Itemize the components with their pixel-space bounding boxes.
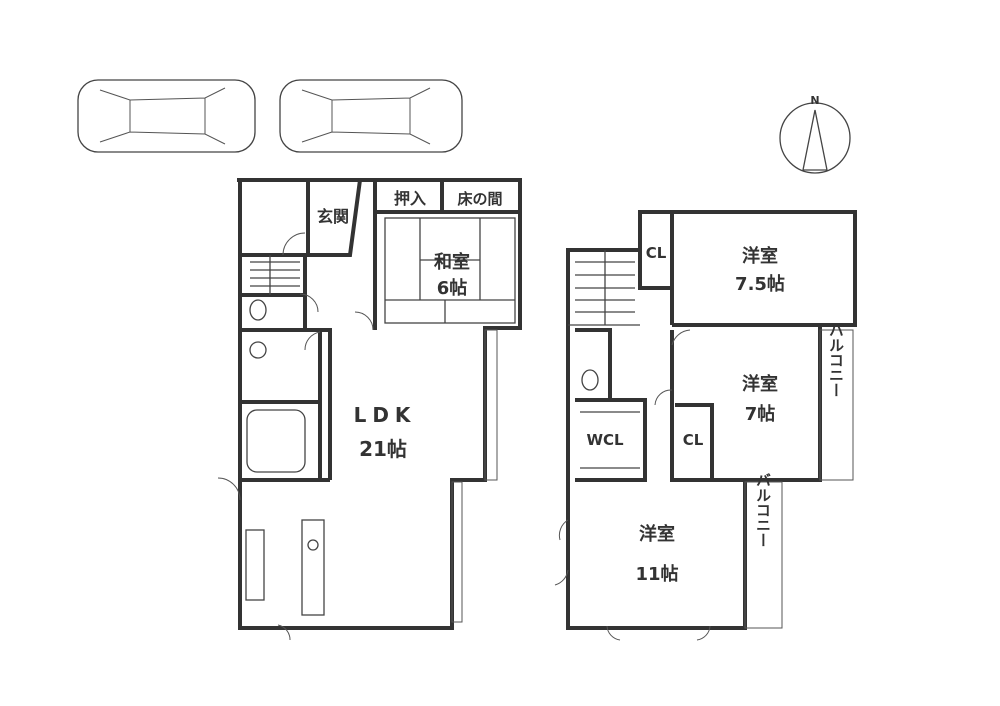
cl-mid-label: CL bbox=[683, 431, 704, 449]
wcl-label: WCL bbox=[586, 431, 624, 449]
washitsu-label: 和室 bbox=[434, 251, 470, 273]
car-icon bbox=[77, 79, 256, 153]
cl-top-label: CL bbox=[646, 244, 667, 262]
balcony-bottom-label: バルコニー bbox=[754, 473, 772, 548]
washitsu-size: 6帖 bbox=[437, 277, 468, 299]
balcony-right-label: バルコニー bbox=[827, 323, 845, 398]
compass-label: N bbox=[810, 94, 819, 107]
room-75-label: 洋室 bbox=[742, 245, 778, 267]
tokonoma-label: 床の間 bbox=[457, 190, 502, 208]
oshiire-label: 押入 bbox=[394, 189, 426, 208]
ground-floor: 玄関 押入 床の間 和室 6帖 LDK 21帖 bbox=[217, 178, 522, 641]
room-11-size: 11帖 bbox=[635, 563, 678, 585]
north-compass-icon: N bbox=[779, 94, 851, 174]
genkan-label: 玄関 bbox=[317, 207, 349, 226]
room-7-label: 洋室 bbox=[742, 373, 778, 395]
ldk-size: 21帖 bbox=[359, 437, 407, 461]
ldk-label: LDK bbox=[354, 403, 417, 427]
second-floor: CL 洋室 7.5帖 洋室 7帖 CL バルコニー WCL 洋室 11帖 バルコ… bbox=[554, 210, 857, 641]
room-75-size: 7.5帖 bbox=[735, 273, 785, 295]
room-7-size: 7帖 bbox=[745, 403, 776, 425]
car-icon bbox=[279, 79, 463, 153]
room-11-label: 洋室 bbox=[639, 523, 675, 545]
